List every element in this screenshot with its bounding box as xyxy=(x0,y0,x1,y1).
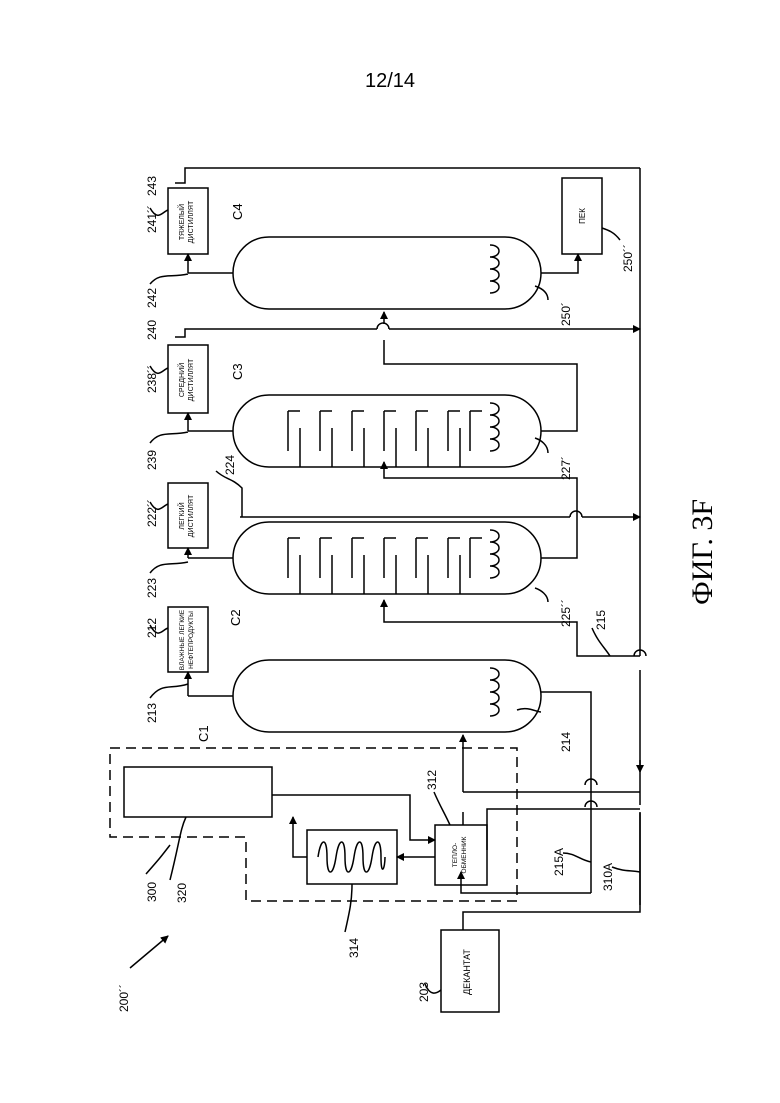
label-320: 320 xyxy=(175,883,189,903)
label-212: 212 xyxy=(145,618,159,638)
label-225: 225´´ xyxy=(559,599,573,627)
leader-200-arrow xyxy=(130,936,168,968)
coil-icon xyxy=(318,842,385,872)
line-to-pitch xyxy=(541,254,578,273)
heavy-distillate-label-2: ДИСТИЛЛЯТ xyxy=(188,200,195,243)
label-223: 223 xyxy=(145,578,159,598)
label-241: 241´´ xyxy=(145,205,159,233)
line-C3-bottom-to-C4 xyxy=(384,312,577,431)
line-215A-return xyxy=(461,872,591,893)
pitch-label: ПЕК xyxy=(578,208,587,224)
label-242: 242 xyxy=(145,288,159,308)
crossover-240 xyxy=(377,323,389,329)
column-C1 xyxy=(233,660,541,732)
column-C2 xyxy=(233,522,541,594)
label-214: 214 xyxy=(559,732,573,752)
leader-314 xyxy=(345,884,352,932)
column-C4 xyxy=(233,237,541,309)
column-C3 xyxy=(233,395,541,467)
wet-light-label-2: НЕФТЕПРОДУКТЫ xyxy=(188,611,195,669)
light-distillate-label-1: ЛЕГКИЙ xyxy=(177,502,186,529)
label-215: 215 xyxy=(594,610,608,630)
trays-C2 xyxy=(288,538,482,594)
leader-227 xyxy=(535,438,548,453)
leader-250b xyxy=(535,286,548,300)
leader-320 xyxy=(170,817,186,880)
reboiler-C4-icon xyxy=(490,245,499,293)
leader-310A xyxy=(612,867,640,872)
label-203: 203 xyxy=(417,982,431,1002)
reboiler-C3-icon xyxy=(490,403,499,451)
label-239: 239 xyxy=(145,450,159,470)
label-300: 300 xyxy=(145,882,159,902)
reboiler-C1-icon xyxy=(490,668,499,716)
line-243 xyxy=(175,168,640,183)
label-224: 224 xyxy=(223,455,237,475)
figure-title: ФИГ. 3F xyxy=(686,499,719,605)
leader-239 xyxy=(150,432,188,443)
label-310A: 310A xyxy=(601,863,615,891)
label-312: 312 xyxy=(425,770,439,790)
wet-light-label-1: ВЛАЖНЫЕ ЛЕГКИЕ xyxy=(179,609,186,670)
line-C2-bottom-to-C3 xyxy=(384,462,577,558)
label-314: 314 xyxy=(347,938,361,958)
label-243: 243 xyxy=(145,176,159,196)
leader-300 xyxy=(146,845,170,874)
unit-320-box xyxy=(124,767,272,817)
heat-exchanger-label-1: ТЕПЛО- xyxy=(452,843,459,867)
box-texts: ДЕКАНТАТ ВЛАЖНЫЕ ЛЕГКИЕ НЕФТЕПРОДУКТЫ ЛЕ… xyxy=(177,200,587,995)
decantate-label: ДЕКАНТАТ xyxy=(462,949,472,995)
line-heater-to-320 xyxy=(293,817,307,857)
leader-225 xyxy=(535,588,548,602)
label-227: 227´ xyxy=(559,456,573,480)
leader-215 xyxy=(592,628,610,656)
trays-C3 xyxy=(288,411,482,467)
label-240: 240 xyxy=(145,320,159,340)
label-200: 200´´ xyxy=(117,984,131,1012)
label-250a: 250´´ xyxy=(621,244,635,272)
light-distillate-label-2: ДИСТИЛЛЯТ xyxy=(188,494,195,537)
line-320-to-exchanger xyxy=(272,795,435,840)
reboiler-C2-icon xyxy=(490,530,499,578)
heater-314-box xyxy=(307,830,397,884)
column-C2-label: C2 xyxy=(228,609,243,626)
label-213: 213 xyxy=(145,703,159,723)
column-C3-label: C3 xyxy=(230,363,245,380)
heat-exchanger-label-2: ОБМЕННИК xyxy=(461,836,468,873)
label-215A: 215A xyxy=(552,848,566,876)
label-238: 238´´ xyxy=(145,365,159,393)
label-222: 222´´ xyxy=(145,499,159,527)
line-exchanger-out xyxy=(487,809,640,850)
leader-250a xyxy=(602,228,620,240)
leader-224 xyxy=(216,471,242,517)
leader-223 xyxy=(150,562,188,573)
heavy-distillate-label-1: ТЯЖЕЛЫЙ xyxy=(177,204,186,240)
column-names: C1 C2 C3 C4 xyxy=(196,203,245,742)
leader-242 xyxy=(150,274,188,284)
column-C4-label: C4 xyxy=(230,203,245,220)
middle-distillate-label-2: ДИСТИЛЛЯТ xyxy=(188,358,195,401)
leader-213 xyxy=(150,684,188,698)
middle-distillate-label-1: СРЕДНИЙ xyxy=(177,363,186,397)
label-250b: 250´ xyxy=(559,302,573,326)
leader-215A xyxy=(563,853,591,862)
leader-312 xyxy=(434,792,450,825)
column-C1-label: C1 xyxy=(196,725,211,742)
crossover-224 xyxy=(570,511,582,517)
line-240 xyxy=(175,329,640,337)
